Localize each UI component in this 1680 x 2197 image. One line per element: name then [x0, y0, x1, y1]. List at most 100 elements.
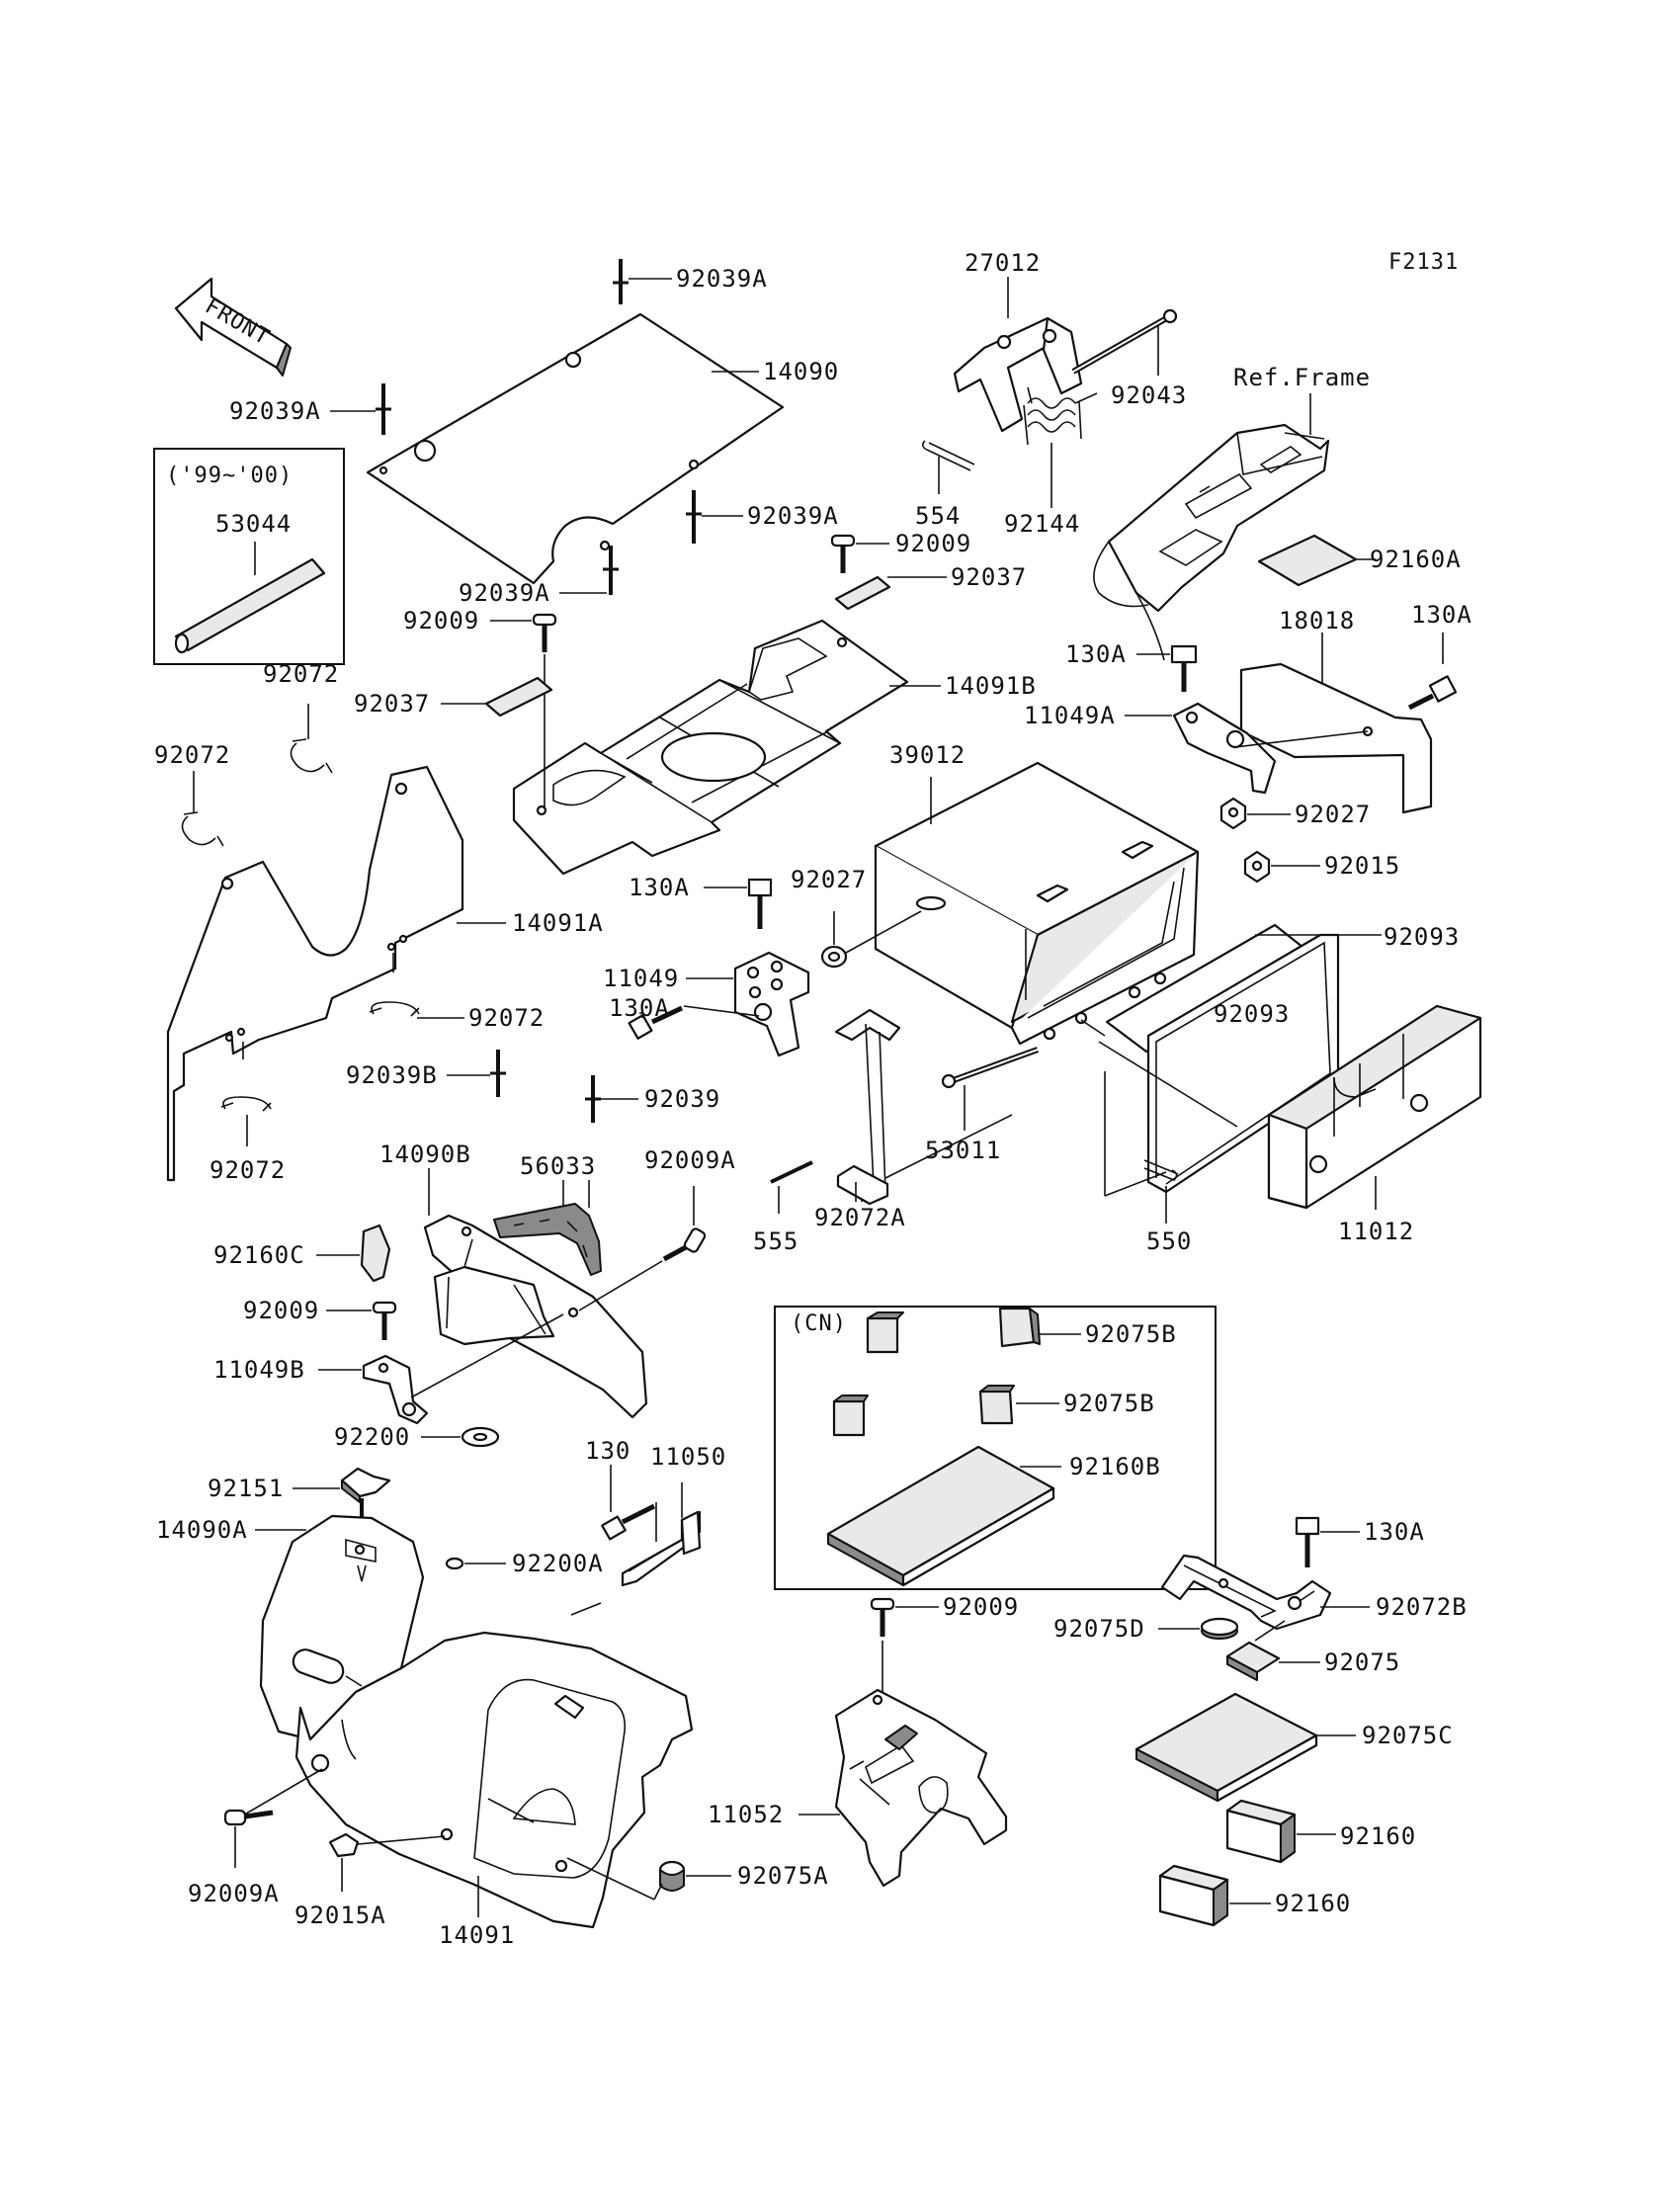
- screw-92009-d: [870, 1597, 895, 1637]
- battery-case-39012: [874, 761, 1200, 1046]
- label-14091B: 14091B: [945, 672, 1037, 700]
- label-92039A-mid: 92039A: [747, 502, 839, 530]
- bolt-130: [601, 1503, 656, 1541]
- label-11049: 11049: [603, 965, 679, 992]
- label-92160-b: 92160: [1275, 1890, 1351, 1917]
- label-92200A: 92200A: [512, 1550, 604, 1577]
- inset-box-cn: [774, 1306, 1217, 1590]
- pin-92039A-mid: [686, 490, 702, 544]
- label-ref-frame: Ref.Frame: [1233, 364, 1371, 391]
- label-92039A-low: 92039A: [459, 579, 550, 607]
- pin-92039A-low: [603, 546, 619, 595]
- pad-92160B: [826, 1445, 1055, 1587]
- label-92144: 92144: [1004, 510, 1080, 538]
- label-11049A: 11049A: [1024, 702, 1116, 729]
- spring-92144: [1023, 386, 1098, 446]
- label-92009-b: 92009: [403, 607, 479, 634]
- label-14090: 14090: [763, 358, 839, 385]
- bolt-53011: [941, 1047, 1040, 1089]
- screw-92009A-b: [223, 1809, 274, 1826]
- label-92039A-left: 92039A: [229, 397, 321, 425]
- label-92015A: 92015A: [294, 1901, 386, 1929]
- label-39012: 39012: [889, 741, 966, 769]
- cowl-14091: [294, 1631, 694, 1929]
- label-92037-b: 92037: [354, 690, 430, 718]
- pad-92160A: [1257, 534, 1358, 587]
- block-92160-b: [1158, 1864, 1229, 1927]
- side-panel-14091A: [166, 765, 464, 1182]
- pin-92043: [1071, 308, 1178, 375]
- label-130: 130: [585, 1437, 630, 1465]
- inset-box-99-00: [153, 448, 345, 665]
- label-92043: 92043: [1111, 381, 1187, 409]
- pin-92039A-top: [613, 259, 629, 304]
- label-92027-a: 92027: [1295, 801, 1371, 828]
- label-11052: 11052: [708, 1801, 784, 1828]
- label-92160B: 92160B: [1069, 1453, 1161, 1480]
- bracket-11049B: [362, 1354, 429, 1425]
- washer-92200: [461, 1426, 500, 1448]
- label-92160-a: 92160: [1340, 1822, 1416, 1850]
- label-92009-d: 92009: [943, 1593, 1019, 1621]
- pin-555: [770, 1160, 813, 1184]
- label-92075B-a: 92075B: [1085, 1320, 1177, 1348]
- label-92093-b: 92093: [1214, 1000, 1290, 1028]
- label-92075C: 92075C: [1362, 1722, 1454, 1749]
- clip-92015A: [328, 1832, 360, 1858]
- battery-11012: [1267, 1004, 1482, 1210]
- label-92072B: 92072B: [1376, 1593, 1468, 1621]
- plate-18018: [1239, 662, 1433, 814]
- label-92075A: 92075A: [737, 1862, 829, 1890]
- pad-92075B-b: [978, 1385, 1015, 1425]
- label-92151: 92151: [208, 1475, 284, 1502]
- bracket-27012: [953, 316, 1083, 433]
- label-92009-a: 92009: [895, 530, 971, 557]
- label-554: 554: [915, 502, 961, 530]
- bracket-11050: [621, 1510, 702, 1587]
- label-92015: 92015: [1324, 852, 1400, 880]
- pin-92039B: [490, 1050, 506, 1097]
- bolt-130A-a: [1170, 644, 1198, 692]
- strip-92037-b: [484, 676, 553, 718]
- pin-92039: [585, 1075, 601, 1123]
- label-92072-c: 92072: [468, 1004, 545, 1032]
- pad-92160C: [360, 1224, 391, 1283]
- label-550: 550: [1146, 1227, 1192, 1255]
- bolt-130A-d: [628, 1005, 684, 1040]
- washer-92027-b: [820, 945, 848, 969]
- cotter-pin-554: [921, 440, 975, 471]
- bracket-11052: [834, 1688, 1008, 1888]
- screw-92009-c: [372, 1301, 397, 1340]
- label-92160A: 92160A: [1370, 546, 1462, 573]
- washer-92075D: [1200, 1617, 1239, 1640]
- label-130A-b: 130A: [1411, 601, 1472, 629]
- screw-92009A-a: [662, 1227, 707, 1262]
- label-92039A-top: 92039A: [676, 265, 768, 293]
- label-92160C: 92160C: [213, 1241, 305, 1269]
- label-130A-e: 130A: [1364, 1518, 1425, 1546]
- label-92039: 92039: [644, 1085, 720, 1113]
- label-92075B-b: 92075B: [1063, 1390, 1155, 1417]
- label-92037-a: 92037: [951, 563, 1027, 591]
- clip-92072-b: [181, 811, 224, 847]
- label-92009-c: 92009: [243, 1297, 319, 1324]
- label-92072-d: 92072: [210, 1156, 286, 1184]
- bracket-92072B: [1160, 1554, 1332, 1631]
- pin-92039A-left: [376, 383, 391, 435]
- label-92072-a: 92072: [263, 660, 339, 688]
- label-555: 555: [753, 1227, 798, 1255]
- nut-92027-a: [1219, 797, 1247, 830]
- label-92200: 92200: [334, 1423, 410, 1451]
- label-130A-a: 130A: [1065, 640, 1127, 668]
- label-27012: 27012: [965, 249, 1041, 277]
- label-92027-b: 92027: [791, 866, 867, 893]
- pad-cn-3: [832, 1394, 869, 1437]
- label-92072A: 92072A: [814, 1204, 906, 1231]
- bolt-130A-c: [747, 878, 773, 929]
- nut-92015: [1243, 850, 1271, 884]
- floor-mat-14091B: [512, 619, 909, 876]
- label-130A-d: 130A: [609, 994, 670, 1022]
- label-14090A: 14090A: [156, 1516, 248, 1544]
- grommet-92075A: [658, 1860, 686, 1892]
- strip-92037-a: [834, 575, 891, 611]
